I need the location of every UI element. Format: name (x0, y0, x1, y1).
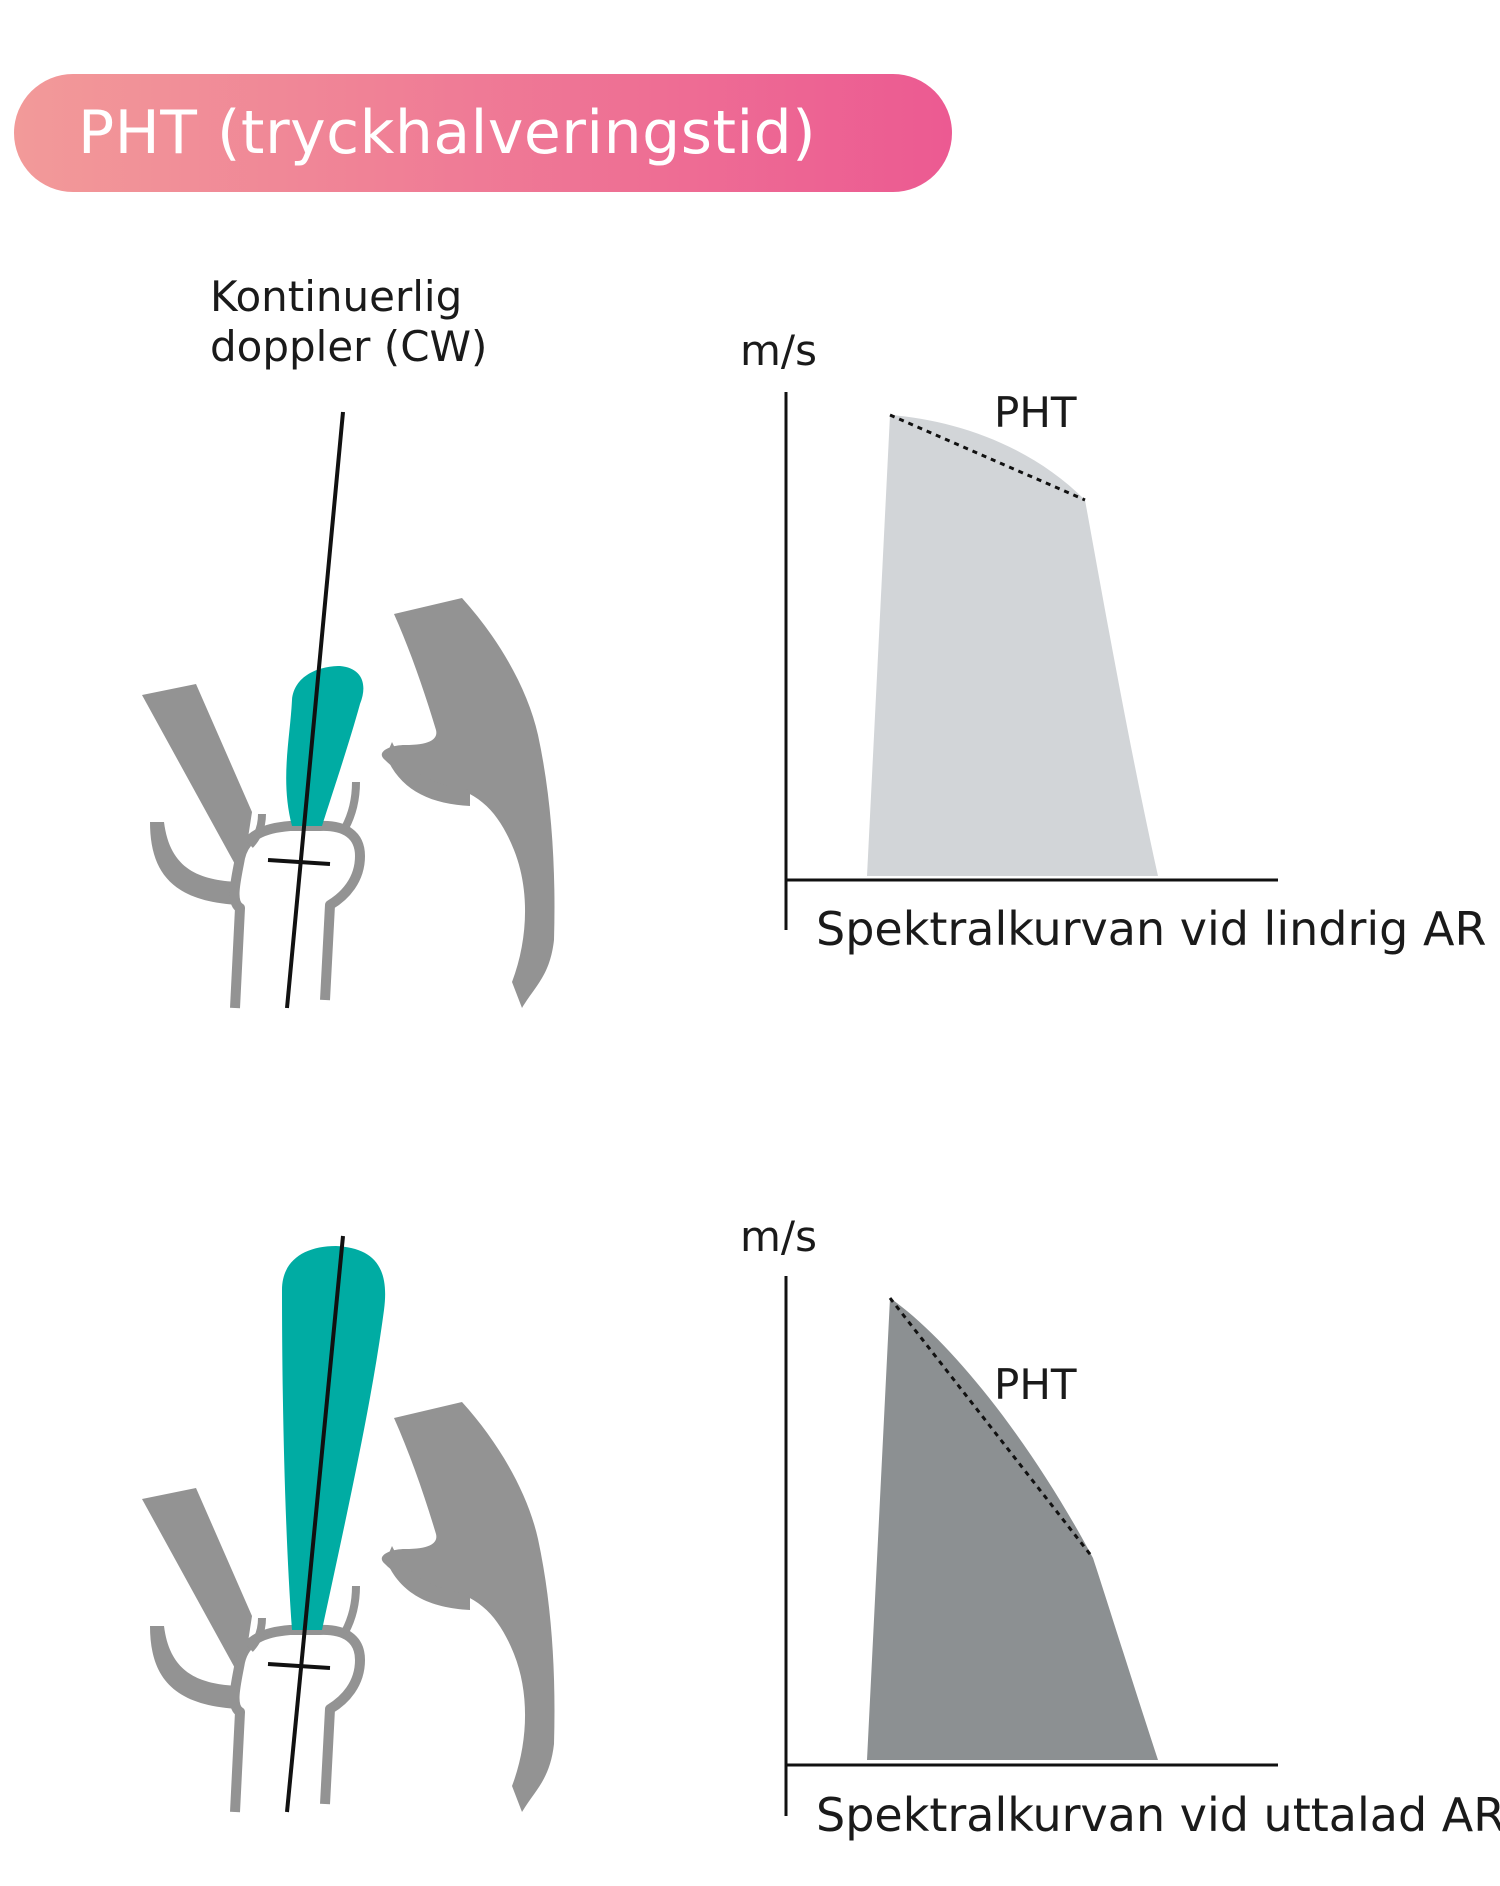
left-leaflet (247, 1617, 266, 1652)
cw-beam-line (285, 411, 345, 1009)
figure-mild-ar: m/s PHT Spektralkurvan vid lindrig AR (142, 326, 1487, 1009)
heart-anatomy-mild (142, 598, 555, 1009)
figure-severe-ar: m/s PHT Spektralkurvan vid uttalad AR (0, 820, 1500, 1886)
left-leaflet (247, 813, 266, 848)
regurgitant-jet-small (286, 666, 364, 826)
cw-probe-label-line2: doppler (CW) (210, 322, 488, 372)
right-vessel-wall (381, 598, 555, 1008)
figure-severe-ar-graphics (142, 1235, 1278, 1816)
spectral-chart-mild (784, 392, 1278, 930)
title-banner: PHT (tryckhalveringstid) (14, 74, 952, 192)
y-axis-label-mild: m/s (740, 326, 817, 375)
regurgitant-jet-large (282, 1246, 386, 1630)
right-lower-curve (386, 1546, 470, 1610)
caption-mild-ar: Spektralkurvan vid lindrig AR (816, 902, 1487, 956)
valve-plane-marker (267, 1662, 331, 1670)
figure-mild-ar-graphics (142, 392, 1278, 1009)
caption-severe-ar: Spektralkurvan vid uttalad AR (816, 1788, 1500, 1842)
spectral-envelope-severe (867, 1298, 1158, 1760)
left-heart-wall (142, 1488, 252, 1681)
right-vessel-wall (381, 1402, 555, 1812)
spectral-envelope-mild (867, 415, 1158, 876)
left-heart-wall (142, 684, 252, 877)
y-axis-label-severe: m/s (740, 1212, 817, 1261)
valve-plane-marker (267, 858, 331, 866)
left-lower-wall (150, 822, 240, 905)
pht-slope-line-severe (888, 1297, 1095, 1559)
cw-beam-line (285, 1235, 345, 1813)
pht-label-severe: PHT (994, 1360, 1077, 1409)
spectral-chart-severe (784, 1276, 1278, 1816)
cw-probe-label-line1: Kontinuerlig (210, 272, 463, 321)
right-leaflet (341, 781, 360, 830)
left-lower-wall (150, 1626, 240, 1709)
right-lower-curve (386, 742, 470, 806)
pht-label-mild: PHT (994, 388, 1077, 437)
page-title: PHT (tryckhalveringstid) (78, 98, 817, 168)
cw-probe-label: Kontinuerlig doppler (CW) (210, 272, 487, 373)
right-leaflet (341, 1585, 360, 1634)
